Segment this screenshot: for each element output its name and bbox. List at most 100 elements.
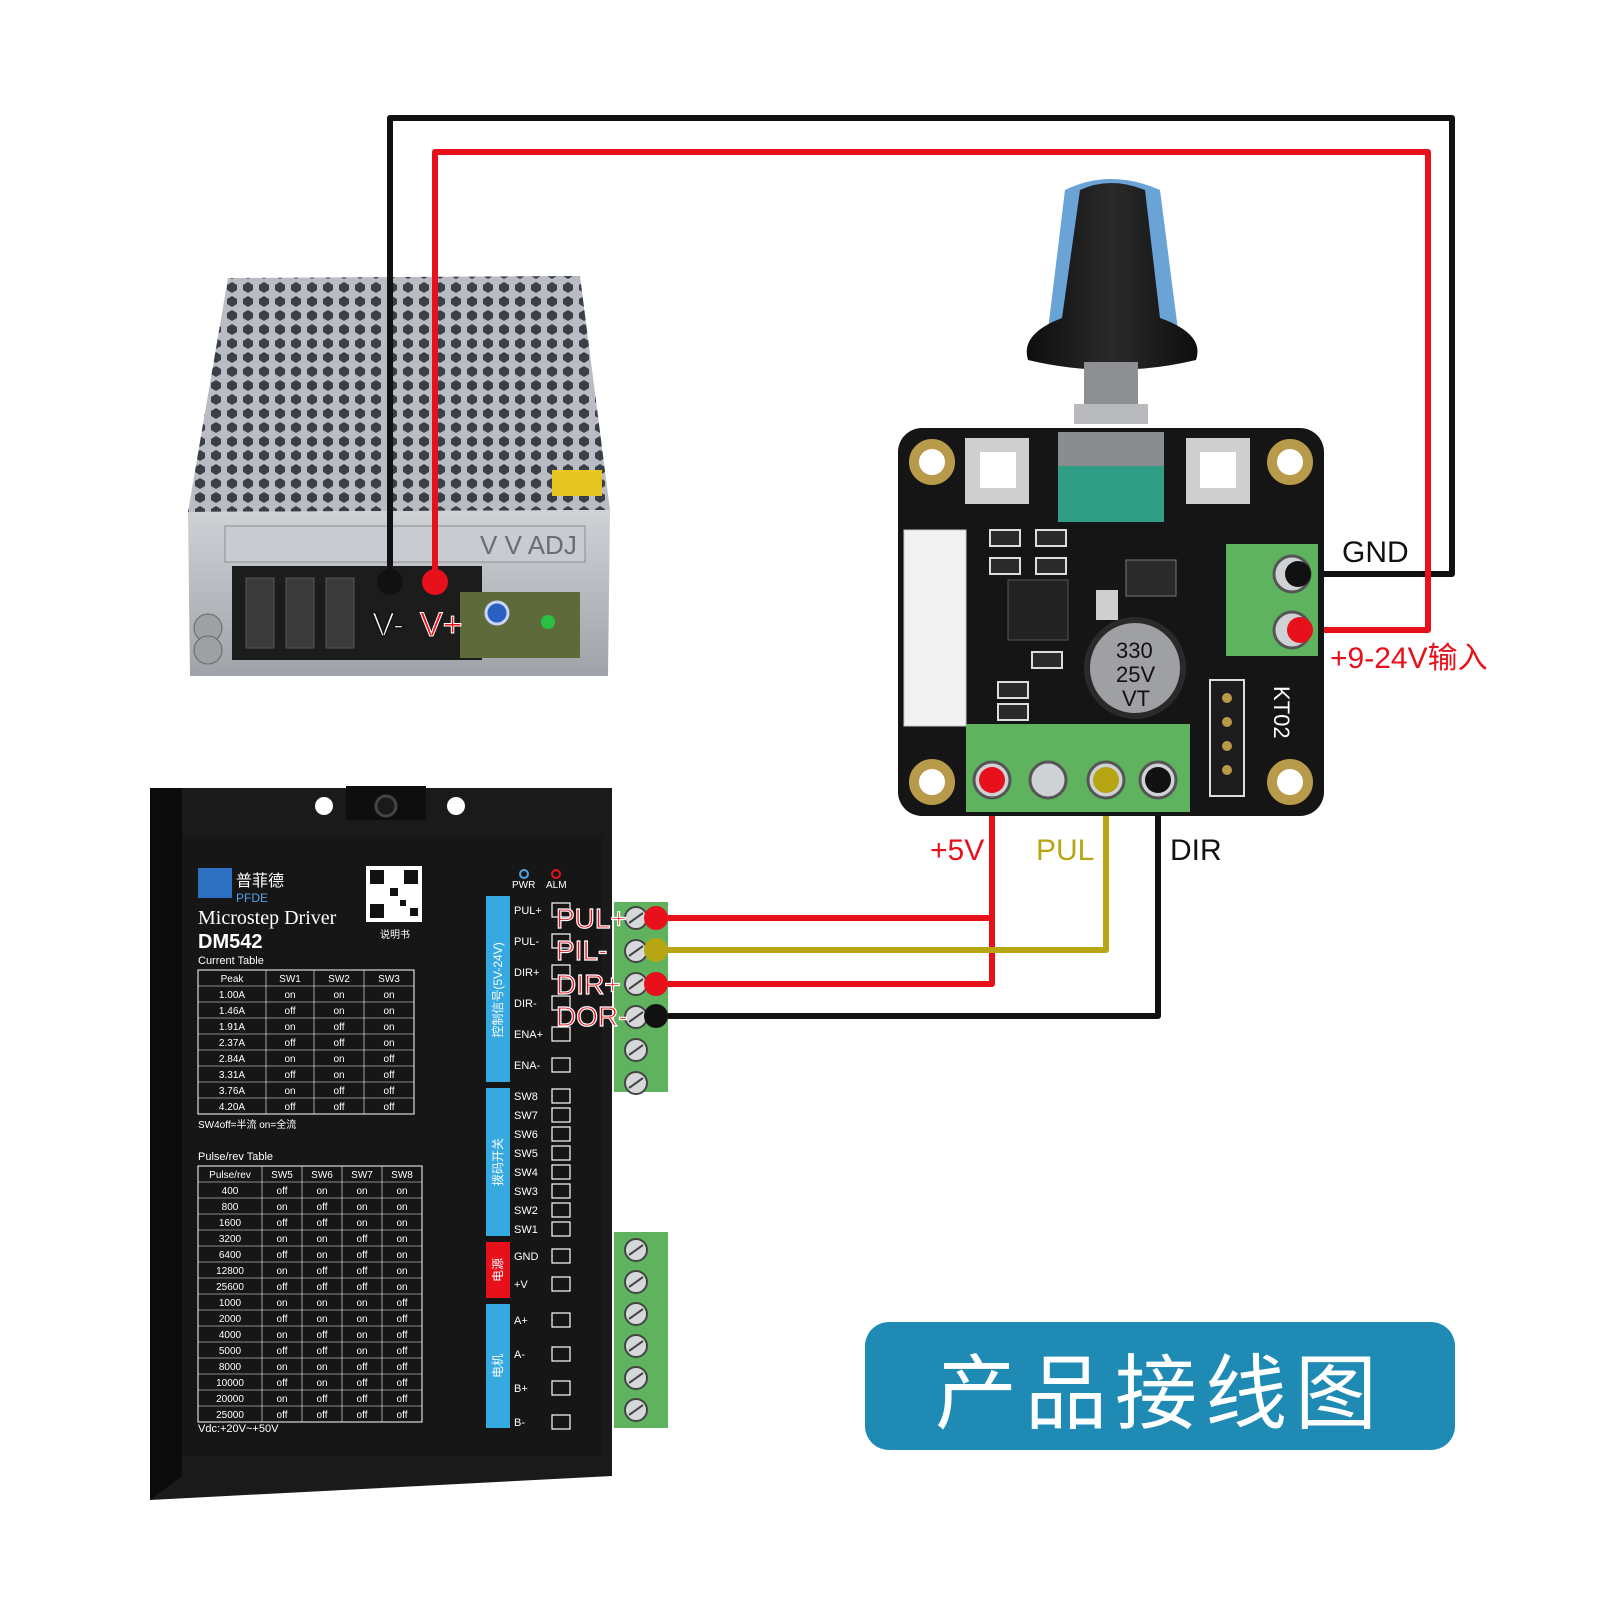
screw-slot (628, 1308, 644, 1320)
vin-dot (1287, 617, 1313, 643)
board-name: KT02 (1269, 686, 1294, 739)
table-cell: 1000 (219, 1298, 242, 1309)
terminal-symbol-icon (551, 1145, 571, 1161)
table-cell: off (317, 1346, 328, 1357)
terminal-symbol-icon (551, 933, 571, 949)
table-cell: off (277, 1218, 288, 1229)
table-cell: 5000 (219, 1346, 242, 1357)
psu-mesh-top (188, 276, 610, 512)
control-terminal-labels: PUL+PUL-DIR+DIR-ENA+ENA- (514, 902, 571, 1073)
table-cell: on (284, 1054, 295, 1065)
terminal-symbol-icon (551, 1248, 571, 1264)
switch-group-strip (486, 1088, 510, 1236)
terminal-label: A- (514, 1349, 525, 1361)
table-cell: off (397, 1362, 408, 1373)
table-cell: off (334, 1102, 345, 1113)
speed-controller-board: 330 25V VT KT02 (898, 179, 1324, 816)
screw-slot (628, 1044, 644, 1056)
driver-model: DM542 (198, 931, 262, 953)
table-cell: on (333, 1006, 344, 1017)
terminal-label: SW1 (514, 1224, 538, 1236)
table-cell: 4.20A (219, 1102, 245, 1113)
terminal-symbol-icon (551, 1312, 571, 1328)
table-cell: on (396, 1202, 407, 1213)
table-cell: on (316, 1378, 327, 1389)
terminal-symbol-icon (551, 964, 571, 980)
table-cell: on (316, 1362, 327, 1373)
table-cell: off (397, 1346, 408, 1357)
table-cell: on (396, 1186, 407, 1197)
terminal-symbol-icon (551, 902, 571, 918)
terminal-label: DIR+ (514, 967, 539, 979)
terminal-label: SW7 (514, 1110, 538, 1122)
terminal-label: PUL- (514, 936, 539, 948)
wire-dir-black (654, 780, 1161, 1019)
table-cell: 8000 (219, 1362, 242, 1373)
terminal-label: DIR- (514, 998, 537, 1010)
table-cell: on (284, 1022, 295, 1033)
out-dir-dot (1145, 767, 1171, 793)
table-cell: 3.76A (219, 1086, 245, 1097)
table-cell: 4000 (219, 1330, 242, 1341)
terminal-symbol-icon (551, 1057, 571, 1073)
table-cell: on (383, 1038, 394, 1049)
table-cell: off (384, 1070, 395, 1081)
table-cell: off (357, 1378, 368, 1389)
table-cell: off (277, 1410, 288, 1421)
screw-slot (628, 1340, 644, 1352)
table-cell: 1600 (219, 1218, 242, 1229)
table-cell: on (383, 1006, 394, 1017)
power-terminal-labels: GND+V (514, 1248, 571, 1292)
table-cell: on (396, 1282, 407, 1293)
driver-face (182, 836, 602, 1456)
terminal-label: A+ (514, 1315, 528, 1327)
table-cell: off (397, 1298, 408, 1309)
table-cell: off (357, 1282, 368, 1293)
table-cell: on (276, 1394, 287, 1405)
screw-slot (628, 1404, 644, 1416)
table-cell: off (357, 1410, 368, 1421)
vdc-note: Vdc:+20V~+50V (198, 1423, 279, 1435)
table-header-cell: SW7 (351, 1170, 373, 1181)
psu-vminus-dot (377, 569, 403, 595)
table-cell: off (397, 1378, 408, 1389)
screw-slot (628, 1244, 644, 1256)
table-header-cell: SW3 (378, 974, 400, 985)
out-pul-label: PUL (1036, 834, 1094, 867)
out-dir-label: DIR (1170, 834, 1222, 867)
table-cell: off (397, 1410, 408, 1421)
table-cell: off (357, 1234, 368, 1245)
table-cell: 3200 (219, 1234, 242, 1245)
terminal-label: PUL+ (514, 905, 542, 917)
table-cell: off (384, 1102, 395, 1113)
gnd-label: GND (1342, 536, 1409, 569)
wire-psu-vplus-red (432, 149, 1431, 633)
indicator-pwr: PWR (512, 880, 535, 891)
screw-slot (628, 1077, 644, 1089)
control-group-label: 控制信号(5V-24V) (491, 942, 505, 1037)
terminal-label: B- (514, 1417, 525, 1429)
table-cell: 10000 (216, 1378, 244, 1389)
table-cell: on (276, 1234, 287, 1245)
screw-slot (628, 945, 644, 957)
power-supply-unit: V V ADJ (188, 276, 610, 676)
table-cell: on (356, 1186, 367, 1197)
table-cell: on (396, 1218, 407, 1229)
table-cell: off (317, 1282, 328, 1293)
table-border (197, 969, 415, 1115)
qr-caption: 说明书 (380, 928, 410, 941)
terminal-symbol-icon (551, 1126, 571, 1142)
table-cell: on (276, 1362, 287, 1373)
table-cell: 800 (222, 1202, 239, 1213)
screw-slot (628, 912, 644, 924)
table-cell: off (334, 1086, 345, 1097)
wiring-diagram-badge: 产品接线图 (865, 1322, 1455, 1450)
table-header-cell: Peak (221, 974, 245, 985)
capacitor (1084, 617, 1186, 719)
table-cell: off (317, 1330, 328, 1341)
terminal-label: ENA- (514, 1060, 541, 1072)
table-cell: on (333, 990, 344, 1001)
table-cell: on (356, 1314, 367, 1325)
psu-terminal-screws (245, 577, 355, 649)
